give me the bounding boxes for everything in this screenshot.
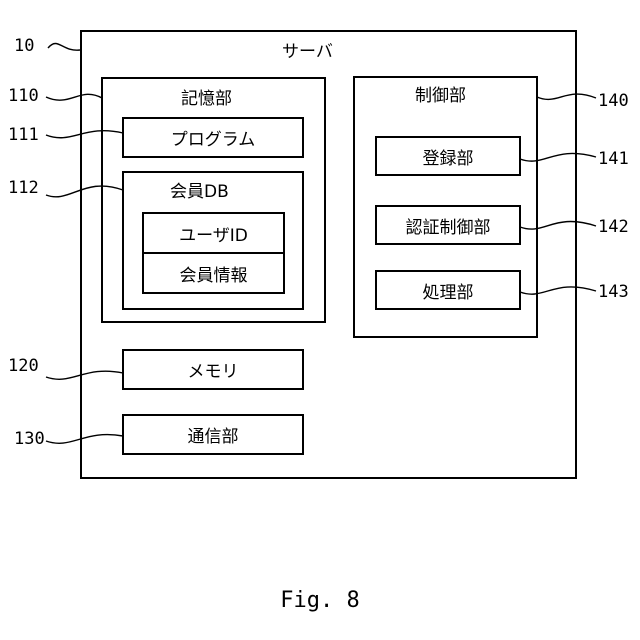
control-title: 制御部	[415, 88, 466, 105]
processing-box: 処理部	[375, 270, 521, 310]
ref-111: 111	[8, 127, 39, 144]
comm-box: 通信部	[122, 414, 304, 455]
program-box: プログラム	[122, 117, 304, 158]
memory-box: メモリ	[122, 349, 304, 390]
ref-110: 110	[8, 88, 39, 105]
figure-caption: Fig. 8	[0, 588, 640, 613]
member-db-title: 会員DB	[170, 184, 229, 201]
ref-143: 143	[598, 284, 629, 301]
ref-140: 140	[598, 93, 629, 110]
auth-control-box: 認証制御部	[375, 205, 521, 245]
storage-title: 記憶部	[181, 91, 232, 108]
ref-120: 120	[8, 358, 39, 375]
ref-10: 10	[14, 38, 34, 55]
server-title: サーバ	[282, 44, 333, 61]
ref-141: 141	[598, 151, 629, 168]
ref-142: 142	[598, 219, 629, 236]
registration-box: 登録部	[375, 136, 521, 176]
member-info-field: 会員情報	[142, 252, 285, 294]
user-id-field: ユーザID	[142, 212, 285, 254]
leader-10	[48, 43, 80, 50]
ref-130: 130	[14, 431, 45, 448]
ref-112: 112	[8, 180, 39, 197]
